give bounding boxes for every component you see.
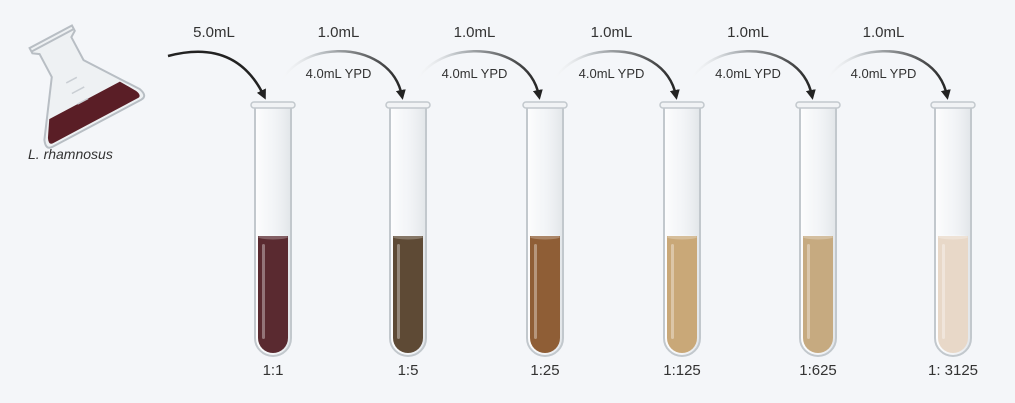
diluent-label: 4.0mL YPD bbox=[715, 66, 781, 81]
dilution-label: 1:625 bbox=[799, 362, 837, 379]
organism-label: L. rhamnosus bbox=[28, 146, 113, 162]
tube-liquid bbox=[530, 236, 560, 353]
dilution-label: 1:5 bbox=[397, 362, 419, 379]
diluent-label: 4.0mL YPD bbox=[441, 66, 508, 81]
tube-liquid bbox=[393, 236, 423, 353]
transfer-arrow bbox=[819, 50, 951, 100]
transfer-volume-label: 1.0mL bbox=[317, 24, 360, 41]
test-tube bbox=[522, 101, 568, 357]
tube-liquid bbox=[667, 236, 697, 353]
flask-icon bbox=[28, 24, 146, 149]
tube-liquid bbox=[258, 236, 288, 353]
dilution-label: 1:1 bbox=[262, 362, 284, 379]
source-transfer-volume: 5.0mL bbox=[193, 24, 235, 41]
transfer-volume-label: 1.0mL bbox=[453, 24, 496, 41]
transfer-arrow-source bbox=[167, 50, 266, 100]
test-tube bbox=[659, 101, 705, 357]
diluent-label: 4.0mL YPD bbox=[850, 66, 917, 81]
test-tube bbox=[930, 101, 976, 357]
dilution-label: 1:125 bbox=[663, 362, 701, 379]
transfer-volume-label: 1.0mL bbox=[727, 24, 769, 41]
transfer-arrow bbox=[409, 50, 543, 100]
transfer-arrow bbox=[683, 50, 816, 100]
test-tube bbox=[385, 101, 431, 357]
transfer-arrow bbox=[546, 50, 680, 100]
tube-liquid bbox=[938, 236, 968, 353]
diluent-label: 4.0mL YPD bbox=[305, 66, 372, 81]
test-tube bbox=[795, 101, 841, 357]
transfer-volume-label: 1.0mL bbox=[590, 24, 633, 41]
flask-liquid bbox=[47, 81, 140, 144]
test-tube bbox=[250, 101, 296, 357]
diluent-label: 4.0mL YPD bbox=[578, 66, 645, 81]
transfer-arrow bbox=[274, 50, 406, 100]
dilution-label: 1:25 bbox=[530, 362, 560, 379]
dilution-label: 1: 3125 bbox=[927, 362, 979, 379]
transfer-volume-label: 1.0mL bbox=[862, 24, 905, 41]
tube-liquid bbox=[803, 236, 833, 353]
